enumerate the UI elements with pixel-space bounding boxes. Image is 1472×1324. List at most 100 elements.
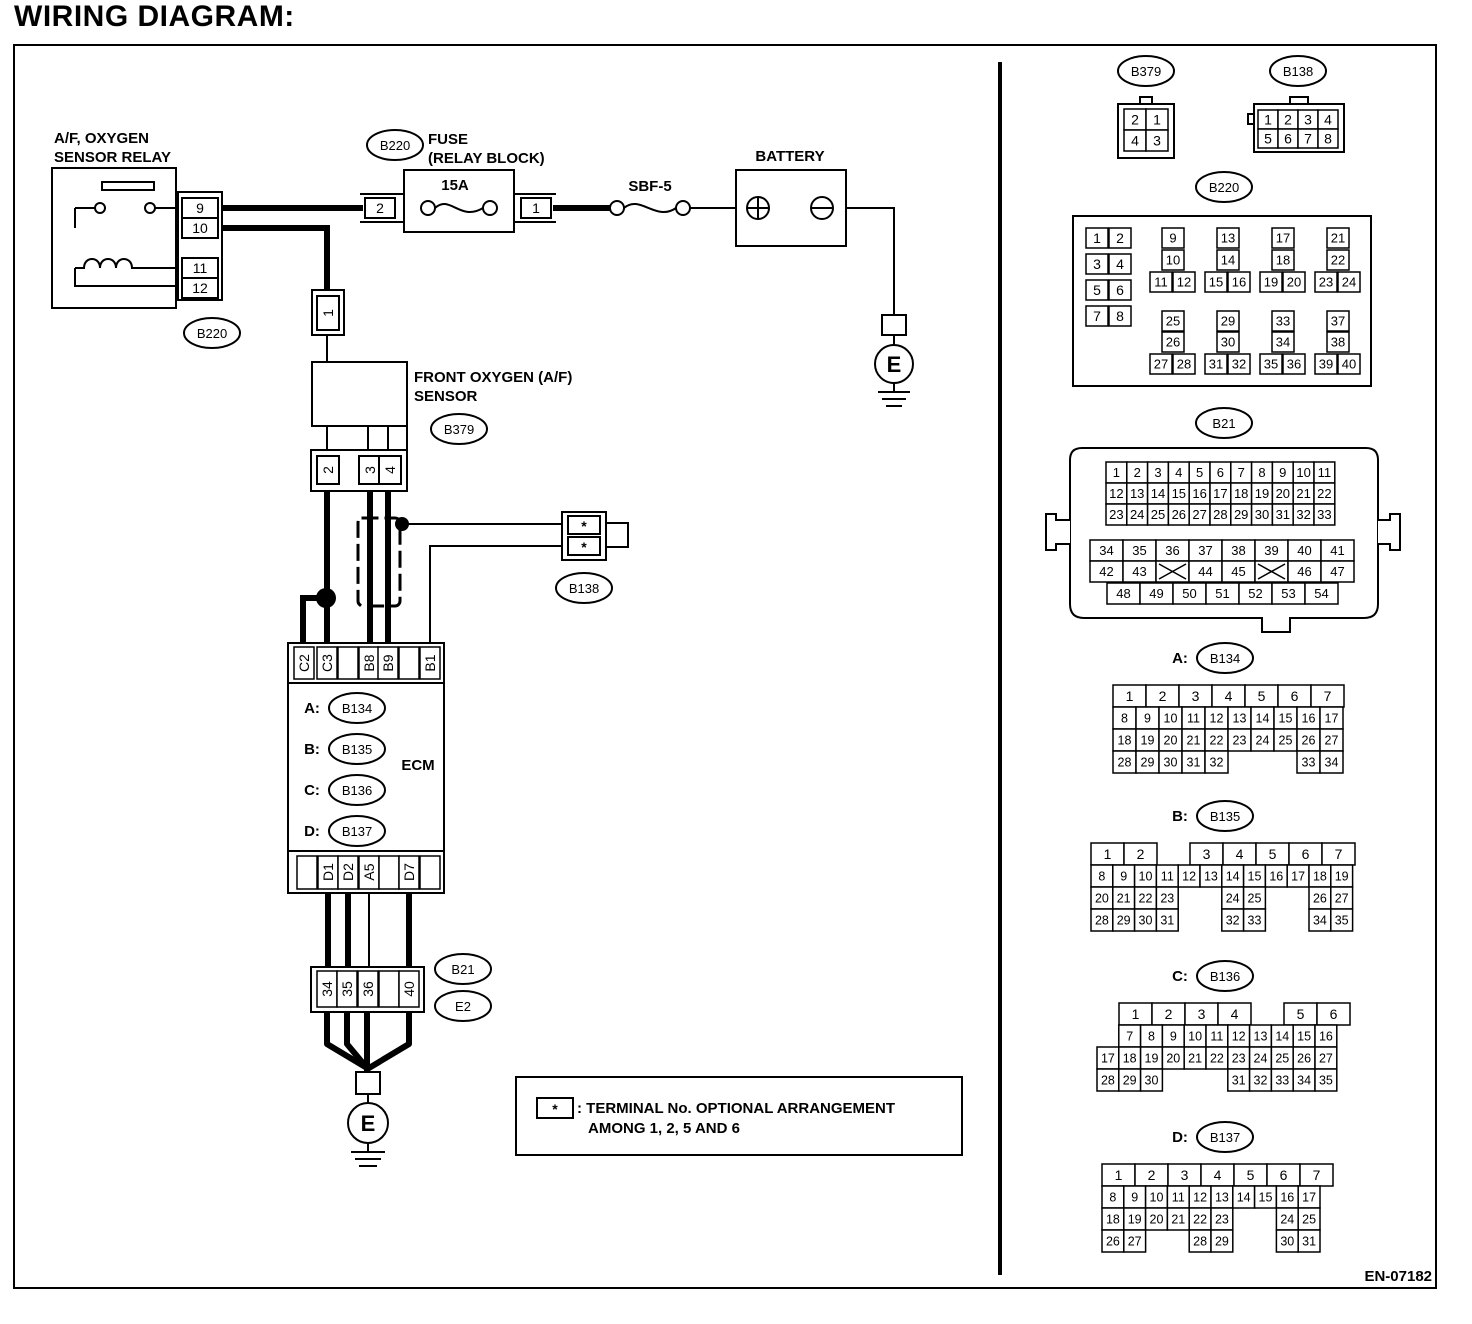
view-b21-pin: 34 [1099, 543, 1113, 558]
view-b21-pin: 30 [1255, 507, 1269, 522]
view-b136-id: B136 [1210, 969, 1240, 984]
relay-pin-9: 9 [196, 200, 204, 216]
view-b135-pin: 24 [1226, 892, 1240, 906]
sensor-pin-3: 3 [362, 466, 378, 474]
view-b137-pin: 27 [1128, 1235, 1142, 1249]
view-b136-pin: 30 [1145, 1074, 1159, 1088]
joint-pin-box [336, 970, 358, 1008]
view-b136-pin: 14 [1275, 1030, 1289, 1044]
view-b220-pin-box [1108, 227, 1132, 249]
view-b220-pin: 5 [1093, 282, 1101, 298]
view-b220-pin-box [1172, 271, 1196, 293]
view-b136-pin: 31 [1232, 1074, 1246, 1088]
view-b137-pin: 28 [1193, 1235, 1207, 1249]
relay-pin-10: 10 [192, 220, 208, 236]
b138-tab [605, 522, 629, 548]
view-b21-pin: 54 [1314, 586, 1328, 601]
battery: BATTERY [735, 148, 847, 247]
view-b137-pin: 9 [1131, 1191, 1138, 1205]
ecm-pin-c2: C2 [296, 654, 312, 672]
ecm-top-pin-box [419, 646, 441, 680]
view-b135-pin: 22 [1139, 892, 1153, 906]
view-b135-pin: 33 [1248, 914, 1262, 928]
sensor-pin-box [316, 295, 340, 331]
shield-outline [356, 516, 402, 608]
fuse-block [403, 169, 515, 233]
view-b21-pin: 45 [1231, 564, 1245, 579]
view-b21-pin: 43 [1132, 564, 1146, 579]
view-b136-pin: 10 [1188, 1030, 1202, 1044]
sbf-element [623, 202, 677, 214]
ecm-pin-c3: C3 [319, 654, 335, 672]
view-b21-pin: 25 [1151, 507, 1165, 522]
view-b134-pin-box [1204, 750, 1229, 774]
joint-pin-35: 35 [339, 981, 355, 997]
view-b21-pin: 9 [1279, 465, 1286, 480]
b138-pin-star: * [581, 539, 587, 555]
view-b220-pin: 1 [1093, 230, 1101, 246]
fuse-pin-box-out [520, 197, 552, 219]
view-b136-pin: 18 [1123, 1052, 1137, 1066]
view-b220-pin: 18 [1276, 253, 1290, 268]
view-b220-pin: 9 [1169, 231, 1176, 246]
view-b137-pin: 14 [1237, 1191, 1251, 1205]
connector-tag-b220-relay [183, 317, 241, 349]
view-b21-pin: 21 [1296, 486, 1310, 501]
view-b137-pin: 29 [1215, 1235, 1229, 1249]
sensor-label-line1: FRONT OXYGEN (A/F) [414, 369, 572, 386]
view-b137-pin: 10 [1150, 1191, 1164, 1205]
view-b379-pin-box [1145, 129, 1169, 152]
view-b220-pin: 28 [1177, 357, 1191, 372]
connector-tag-b379 [430, 413, 488, 445]
view-b220-pin: 40 [1342, 357, 1356, 372]
view-b379-id-ellipse [1117, 55, 1175, 87]
view-b136-id-ellipse [1196, 960, 1254, 992]
sensor-pin-box [316, 455, 340, 485]
view-b135-pin: 8 [1098, 870, 1105, 884]
view-b137-pin: 17 [1302, 1191, 1316, 1205]
view-b138-pin: 4 [1324, 112, 1332, 128]
ground-label-e: E [887, 352, 902, 377]
ground-label-e: E [361, 1111, 376, 1136]
view-b220-pin-box [1271, 331, 1295, 353]
view-b135-pin: 3 [1203, 846, 1211, 862]
view-b136-pin: 5 [1297, 1006, 1305, 1022]
view-b220-pin: 21 [1331, 231, 1345, 246]
view-b137-pin: 18 [1106, 1213, 1120, 1227]
view-b134-pin: 25 [1279, 734, 1293, 748]
view-b21-pin: 6 [1217, 465, 1224, 480]
relay-pin-12: 12 [192, 280, 208, 296]
view-b21-pin: 37 [1198, 543, 1212, 558]
sbf-fuse: SBF-5 [609, 178, 691, 216]
wires [219, 205, 895, 1073]
view-b134-pin: 31 [1187, 756, 1201, 770]
view-b220-pin-box [1149, 353, 1173, 375]
view-b220-pin-box [1259, 271, 1283, 293]
view-b220-pin: 10 [1166, 253, 1180, 268]
view-b136-pin: 34 [1297, 1074, 1311, 1088]
view-b21-pin: 16 [1192, 486, 1206, 501]
view-b21-pin: 14 [1151, 486, 1165, 501]
battery-negative-icon [810, 196, 834, 220]
sensor-lead-inner [367, 425, 389, 451]
view-b134-pin: 27 [1325, 734, 1339, 748]
view-b134-pin: 20 [1164, 734, 1178, 748]
view-b135-pin: 31 [1160, 914, 1174, 928]
view-b138-pin: 3 [1304, 112, 1312, 128]
view-b137-pin: 4 [1214, 1167, 1222, 1183]
view-b21-pin: 18 [1234, 486, 1248, 501]
connector-tag-b220-fuse [366, 129, 424, 161]
view-b134-pin: 29 [1141, 756, 1155, 770]
ecm-connector-id: B135 [342, 742, 372, 757]
relay-connector-id: B220 [197, 326, 227, 341]
view-b220-pin-box [1161, 310, 1185, 332]
joint-pin-36: 36 [360, 981, 376, 997]
view-b135-pin-box [1155, 908, 1179, 932]
view-b135-pin: 15 [1248, 870, 1262, 884]
view-b21-pin: 15 [1172, 486, 1186, 501]
view-b137-pin: 12 [1193, 1191, 1207, 1205]
view-b136-pin-box [1139, 1068, 1164, 1092]
wire-b1-b138 [429, 545, 563, 648]
view-b136-pin: 27 [1319, 1052, 1333, 1066]
sensor-connector-id: B379 [444, 422, 474, 437]
